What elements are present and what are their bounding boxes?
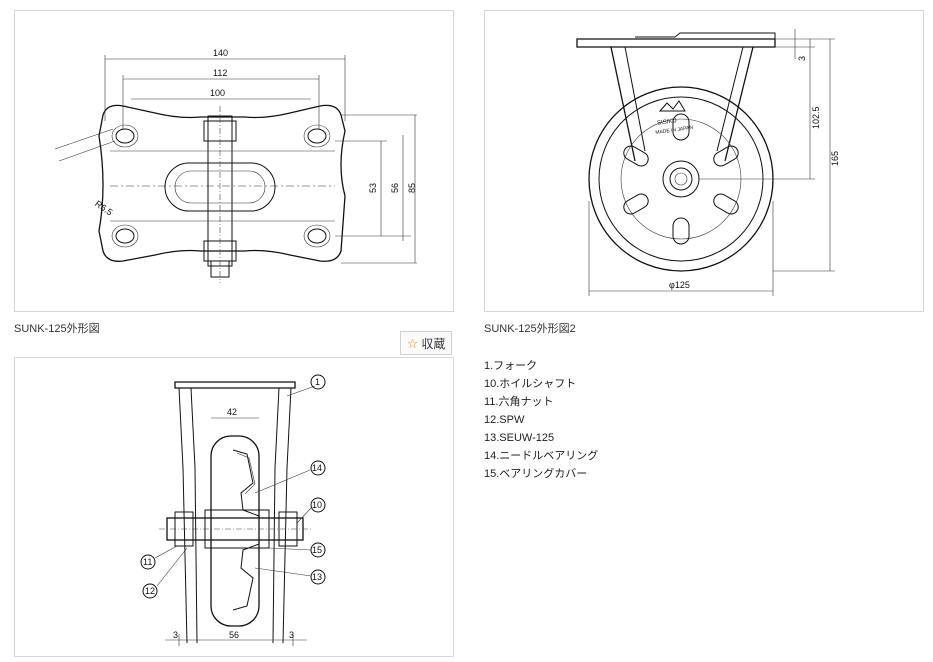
balloon-13: 13	[254, 567, 326, 585]
drawing-section-view-panel: 42 3 56 3 1 14	[14, 357, 454, 657]
dim-3-right: 3	[289, 630, 294, 640]
dim-100: 100	[210, 88, 225, 98]
dog-logo-icon	[658, 100, 686, 112]
balloon-14: 14	[254, 460, 326, 494]
logo-origin-text: MADE IN JAPAN	[655, 125, 694, 136]
dim-42: 42	[227, 407, 237, 417]
logo-brand-text: SISIKU	[657, 118, 677, 127]
balloon-15: 15	[268, 542, 326, 558]
svg-text:1: 1	[315, 377, 320, 387]
parts-list: 1.フォーク 10.ホイルシャフト 11.六角ナット 12.SPW 13.SEU…	[484, 357, 598, 483]
list-item: 12.SPW	[484, 414, 525, 426]
star-outline-icon: ☆	[406, 335, 419, 351]
svg-text:15: 15	[312, 545, 322, 555]
svg-text:12: 12	[145, 586, 155, 596]
dim-56: 56	[390, 183, 400, 193]
balloon-10: 10	[296, 497, 326, 524]
dim-165: 165	[830, 151, 840, 166]
list-item: 10.ホイルシャフト	[484, 378, 577, 390]
favorite-button[interactable]: ☆ 収蔵	[400, 331, 452, 355]
dim-3: 3	[797, 56, 807, 61]
dim-85: 85	[407, 183, 417, 193]
svg-text:11: 11	[143, 557, 152, 567]
top-view-drawing: 140 112 100 53 56 85 R6.5	[54, 48, 417, 283]
svg-text:10: 10	[312, 500, 322, 510]
dim-3-left: 3	[173, 630, 178, 640]
dim-56-bottom: 56	[229, 630, 239, 640]
drawing-side-view-panel: SISIKU MADE IN JAPAN 3 102.5 165 φ125	[484, 10, 924, 312]
list-item: 13.SEUW-125	[484, 432, 555, 444]
list-item: 1.フォーク	[484, 360, 538, 372]
svg-text:13: 13	[312, 572, 322, 582]
dim-phi125: φ125	[669, 280, 690, 290]
dim-53: 53	[368, 183, 378, 193]
balloon-1: 1	[286, 374, 326, 397]
dim-140: 140	[213, 48, 228, 58]
drawing-top-view-panel: 140 112 100 53 56 85 R6.5	[14, 10, 454, 312]
drawing1-caption: SUNK-125外形図	[14, 323, 100, 335]
list-item: 11.六角ナット	[484, 396, 554, 408]
list-item: 15.ベアリングカバー	[484, 468, 588, 480]
side-view-drawing: SISIKU MADE IN JAPAN 3 102.5 165 φ125	[576, 29, 840, 296]
balloon-11: 11	[140, 545, 178, 570]
favorite-button-label: 収蔵	[421, 336, 446, 351]
drawing2-caption: SUNK-125外形図2	[484, 323, 576, 335]
dim-112: 112	[213, 68, 227, 78]
section-view-drawing: 42 3 56 3 1 14	[140, 374, 326, 646]
dim-radius: R6.5	[93, 198, 114, 217]
dim-102-5: 102.5	[811, 106, 821, 129]
svg-text:14: 14	[312, 463, 322, 473]
balloon-12: 12	[142, 547, 188, 599]
list-item: 14.ニードルベアリング	[484, 450, 599, 462]
